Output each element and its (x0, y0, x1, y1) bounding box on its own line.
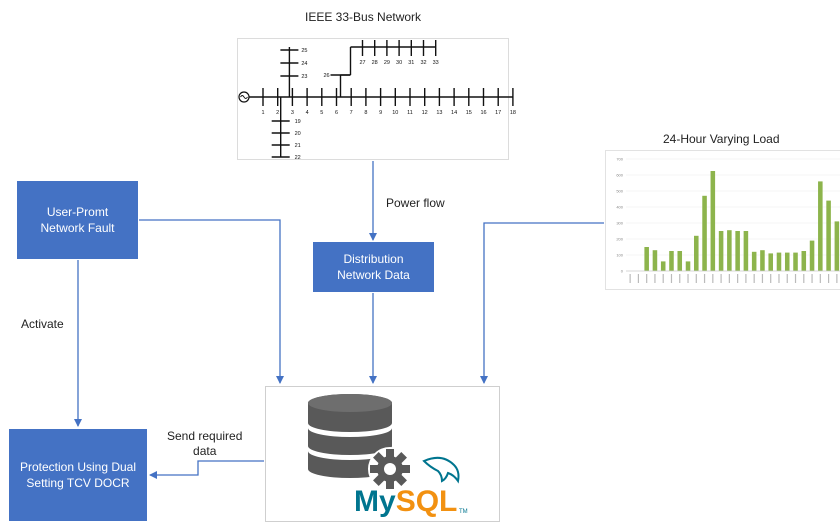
source-wave (240, 95, 248, 99)
bar (760, 250, 765, 271)
y-tick-label: 400 (616, 205, 623, 210)
network-title: IEEE 33-Bus Network (305, 10, 422, 24)
activate-label: Activate (21, 317, 64, 331)
bus-label: 29 (384, 60, 390, 66)
dolphin-icon (422, 456, 460, 484)
bar (826, 200, 831, 271)
bar (818, 181, 823, 271)
bar (669, 251, 674, 271)
mysql-logo-text: MySQL (354, 485, 457, 518)
bus-label: 15 (466, 110, 472, 116)
gear-icon (368, 447, 412, 491)
load-chart-panel: 700 600 500 400 300 200 100 0 (605, 150, 840, 290)
bus-label: 10 (392, 110, 398, 116)
bus-label: 27 (359, 60, 365, 66)
bus-label: 23 (301, 74, 307, 80)
bar (743, 231, 749, 271)
bus-label: 9 (379, 110, 382, 116)
distribution-data-box: Distribution Network Data (313, 242, 434, 292)
bar (801, 251, 807, 271)
bus-label: 4 (306, 110, 309, 116)
arrow-fault-to-database (139, 219, 284, 384)
power-flow-label: Power flow (386, 196, 445, 210)
y-tick-label: 100 (616, 253, 623, 258)
bus-label: 5 (320, 110, 323, 116)
bus-label: 17 (495, 110, 501, 116)
bus-label: 20 (295, 131, 301, 137)
bus-label: 24 (301, 61, 307, 67)
bus-label: 32 (420, 60, 426, 66)
bar (784, 252, 790, 271)
bar (735, 231, 740, 271)
load-bar-chart: 700 600 500 400 300 200 100 0 (616, 157, 840, 283)
y-tick-label: 200 (616, 237, 623, 242)
load-chart-title: 24-Hour Varying Load (663, 132, 780, 146)
y-tick-label: 700 (616, 157, 623, 162)
bar (677, 251, 683, 271)
bus-label: 26 (323, 73, 329, 79)
bar (834, 221, 840, 271)
bus-label: 22 (295, 155, 301, 161)
bar (660, 261, 666, 271)
protection-box: Protection Using Dual Setting TCV DOCR (9, 429, 147, 521)
bar (685, 261, 691, 271)
y-tick-label: 300 (616, 221, 623, 226)
bar (751, 251, 757, 271)
bus-label: 28 (372, 60, 378, 66)
bus-label: 7 (350, 110, 353, 116)
bar (702, 195, 707, 271)
user-fault-box: User-Promt Network Fault (17, 181, 138, 259)
mysql-tm: TM (459, 509, 468, 515)
bar (652, 250, 658, 271)
mysql-database-graphic: MySQL TM (308, 394, 468, 518)
bar (776, 252, 782, 271)
bar (809, 240, 815, 271)
bar (793, 252, 798, 271)
bus-label: 2 (276, 110, 279, 116)
bus-label: 3 (291, 110, 294, 116)
database-icon (308, 394, 392, 478)
bus-label: 33 (433, 60, 439, 66)
bus-label: 31 (408, 60, 414, 66)
y-tick-label: 0 (621, 269, 624, 274)
bus-label: 25 (301, 48, 307, 54)
bus-label: 19 (295, 119, 301, 125)
y-tick-label: 600 (616, 173, 623, 178)
bus-label: 14 (451, 110, 457, 116)
bar (710, 171, 716, 271)
bus-label: 6 (335, 110, 338, 116)
bus-label: 1 (261, 110, 264, 116)
bus-label: 16 (480, 110, 486, 116)
bus-label: 30 (396, 60, 402, 66)
bus-label: 8 (364, 110, 367, 116)
bar (768, 253, 773, 271)
arrow-chart-to-database (480, 222, 604, 384)
database-panel: MySQL TM (265, 386, 500, 522)
bus-label: 18 (510, 110, 516, 116)
bus-label: 12 (422, 110, 428, 116)
bus-label: 21 (295, 143, 301, 149)
bar (727, 230, 732, 271)
arrow-database-to-protection (149, 460, 264, 479)
bus-label: 11 (407, 110, 413, 116)
y-tick-label: 500 (616, 189, 623, 194)
bus-label: 13 (436, 110, 442, 116)
bar (644, 247, 649, 271)
bar (718, 231, 724, 271)
bar (694, 235, 699, 271)
send-data-label: Send required data (167, 429, 243, 458)
